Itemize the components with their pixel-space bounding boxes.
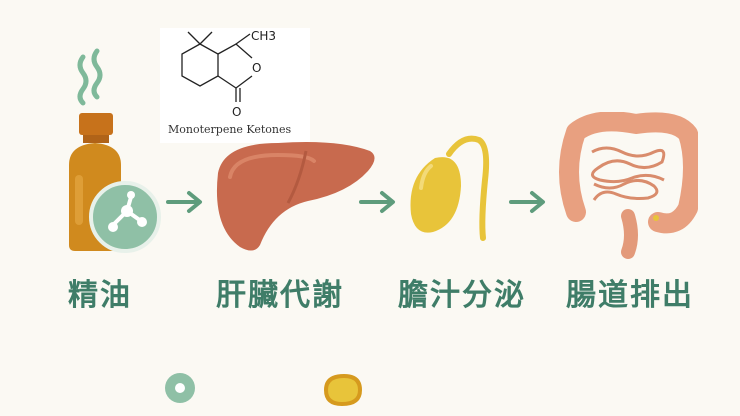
ring-oxygen-label: O — [252, 61, 261, 75]
intestine-icon — [559, 112, 698, 259]
carbonyl-oxygen-label: O — [232, 105, 241, 119]
arrow-right-icon — [509, 191, 545, 213]
step-label-intestinal-excretion: 腸道排出 — [566, 278, 694, 313]
methyl-group-label: CH3 — [251, 29, 276, 43]
liver-icon — [216, 142, 375, 251]
monoterpene-ketone-structure-icon: CH3 O O — [181, 29, 276, 119]
gallbladder-icon — [410, 135, 490, 241]
arrow-right-icon — [166, 191, 202, 213]
step-label-bile-secretion: 膽汁分泌 — [398, 278, 526, 313]
yellow-blob-icon — [324, 374, 362, 406]
molecule-caption: Monoterpene Ketones — [168, 123, 292, 136]
svg-text:CH3: CH3 — [251, 29, 276, 43]
arrow-right-icon — [359, 191, 395, 213]
essential-oil-bottle-icon — [69, 48, 161, 253]
step-label-liver-metabolism: 肝臟代謝 — [216, 278, 344, 313]
green-dot-icon — [165, 373, 195, 403]
molecule-structure-panel: CH3 O O — [160, 28, 310, 143]
step-label-essential-oil: 精油 — [68, 278, 132, 313]
